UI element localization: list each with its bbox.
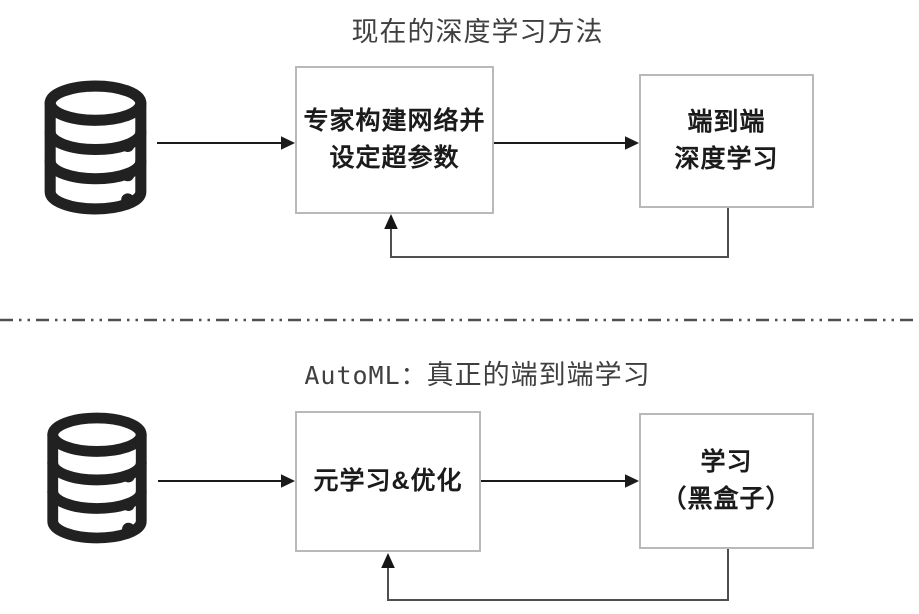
- step-box-label: 元学习&优化: [313, 466, 463, 495]
- arrow-meta-to-learning: [481, 474, 639, 488]
- arrow-expert-to-e2e: [494, 136, 639, 150]
- arrow-data-to-expert: [157, 136, 295, 150]
- feedback-arrow-top: [384, 208, 729, 258]
- step-box-black-box-learning: 学习 （黑盒子）: [639, 413, 814, 549]
- bottom-section-title: AutoML：真正的端到端学习: [18, 353, 919, 392]
- step-box-expert-network: 专家构建网络并 设定超参数: [295, 66, 494, 214]
- database-icon: [50, 86, 141, 209]
- step-box-meta-learning: 元学习&优化: [295, 411, 481, 552]
- step-box-label: 端到端 深度学习: [674, 107, 779, 174]
- step-box-label: 学习 （黑盒子）: [661, 447, 792, 514]
- bottom-title-latin: AutoML：: [304, 361, 427, 390]
- database-icon: [53, 418, 142, 538]
- step-box-end-to-end-dl: 端到端 深度学习: [639, 74, 814, 208]
- arrow-data-to-meta: [158, 474, 295, 488]
- feedback-arrow-bottom: [381, 549, 729, 601]
- top-section-title: 现在的深度学习方法: [351, 17, 604, 47]
- bottom-title-cjk: 真正的端到端学习: [426, 360, 651, 390]
- step-box-label: 专家构建网络并 设定超参数: [303, 106, 486, 173]
